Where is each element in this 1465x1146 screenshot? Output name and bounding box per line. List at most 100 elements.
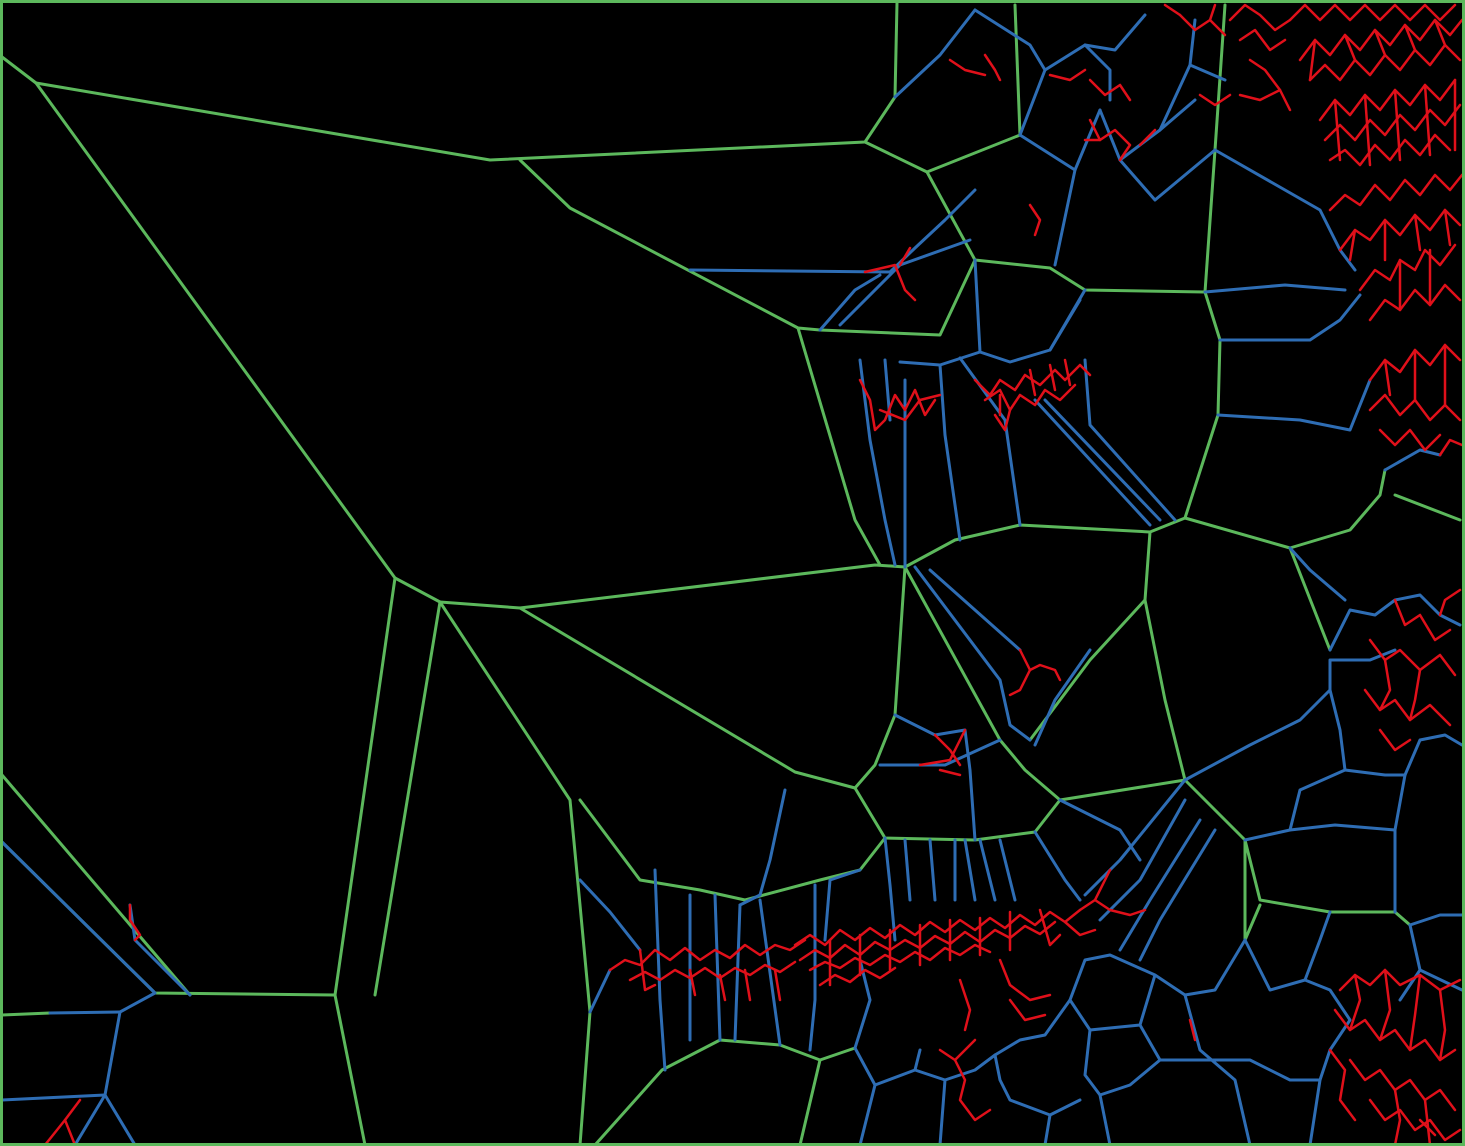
edge-medium-50: [883, 836, 897, 942]
edge-medium-57: [1033, 830, 1082, 902]
edge-medium-84: [1383, 448, 1442, 472]
edge-short-102: [1208, 3, 1217, 22]
edge-medium-6: [973, 8, 1047, 137]
edge-medium-78: [1243, 823, 1397, 842]
edge-short-38: [1078, 868, 1112, 912]
edge-short-104: [1278, 88, 1292, 112]
edge-medium-20: [818, 273, 882, 332]
edge-medium-43: [653, 868, 667, 1072]
edge-short-22: [688, 968, 697, 997]
edge-medium-88: [1418, 968, 1464, 992]
edge-medium-74: [1198, 938, 1352, 1082]
edge-short-0: [128, 903, 142, 942]
edge-short-28: [808, 943, 992, 972]
edge-long-10: [818, 258, 977, 337]
edge-medium-48: [808, 883, 817, 1052]
edge-medium-16: [1216, 378, 1372, 432]
edge-medium-64: [1183, 993, 1252, 1146]
edge-medium-19: [688, 188, 977, 274]
edge-short-96: [1403, 23, 1417, 52]
edge-short-8: [983, 383, 1077, 412]
edge-short-27: [798, 920, 1057, 962]
edge-short-105: [1088, 78, 1132, 102]
edge-long-21: [798, 1058, 822, 1146]
edge-long-14: [903, 530, 1187, 802]
edge-short-92: [1288, 3, 1457, 22]
edge-medium-1: [48, 1010, 122, 1015]
edge-short-53: [1408, 973, 1422, 1052]
edge-short-111: [983, 53, 1002, 82]
edge-medium-14: [1203, 283, 1347, 294]
edges-medium-class: [0, 8, 1464, 1146]
edge-short-88: [1423, 83, 1432, 157]
edge-short-85: [1333, 98, 1342, 162]
edge-short-67: [1368, 283, 1462, 322]
edge-medium-39: [823, 868, 862, 942]
edge-short-86: [1363, 93, 1372, 167]
edge-short-56: [1423, 1098, 1432, 1146]
edge-short-39: [1093, 898, 1147, 917]
edge-medium-18: [1158, 98, 1197, 132]
edge-medium-25: [938, 363, 962, 542]
edge-medium-29: [1033, 398, 1152, 527]
edge-medium-35: [1033, 648, 1092, 747]
edge-medium-3: [103, 1093, 137, 1146]
edge-short-90: [1298, 18, 1464, 62]
edge-short-23: [718, 973, 727, 1002]
edge-medium-68: [1098, 1093, 1112, 1146]
edge-long-24: [1393, 493, 1462, 522]
edge-short-60: [1378, 658, 1392, 712]
edge-short-63: [1438, 588, 1462, 617]
edge-medium-36: [878, 738, 1002, 767]
edge-short-98: [1228, 3, 1292, 32]
edge-short-45: [953, 1038, 977, 1062]
edge-short-62: [1393, 598, 1452, 642]
edge-medium-8: [1083, 43, 1112, 102]
edge-medium-40: [738, 893, 762, 907]
edge-short-100: [1178, 13, 1227, 37]
edge-short-37: [1038, 908, 1062, 947]
edge-medium-63: [1068, 938, 1247, 1032]
edge-short-20: [628, 960, 797, 982]
edge-medium-73: [858, 1083, 877, 1146]
edge-short-107: [1088, 118, 1132, 162]
edge-short-109: [1138, 128, 1157, 147]
edge-long-12: [1183, 468, 1387, 550]
edge-short-110: [948, 58, 987, 77]
edge-medium-47: [758, 898, 782, 1047]
edge-medium-28: [1043, 398, 1162, 522]
edge-short-76: [1338, 208, 1462, 252]
edge-short-14: [1018, 648, 1062, 682]
edge-short-44: [938, 1048, 992, 1122]
edge-medium-26: [958, 356, 1022, 527]
edge-medium-60: [1098, 798, 1187, 922]
edge-short-11: [1028, 368, 1037, 397]
edge-medium-24: [1048, 298, 1082, 352]
edge-medium-33: [913, 565, 1032, 742]
edge-short-61: [1408, 668, 1422, 722]
edge-short-114: [1418, 1118, 1437, 1137]
edge-short-64: [1378, 728, 1412, 752]
edge-short-77: [1328, 173, 1464, 212]
edge-medium-45: [713, 893, 722, 1042]
edge-medium-67: [993, 998, 1082, 1117]
edge-short-57: [1328, 1048, 1357, 1122]
edge-short-52: [1378, 968, 1392, 1042]
edge-short-42: [1008, 998, 1047, 1022]
edge-short-25: [773, 968, 782, 1002]
edge-short-9: [993, 408, 1012, 432]
edge-medium-71: [938, 1078, 947, 1146]
edge-short-58: [1368, 638, 1457, 677]
edge-short-3: [863, 263, 917, 302]
edge-short-13: [1063, 358, 1072, 387]
edge-long-20: [593, 1038, 857, 1146]
edge-long-13: [1288, 546, 1332, 652]
edge-short-95: [1373, 28, 1387, 57]
edge-medium-55: [978, 838, 997, 902]
edge-short-40: [1063, 920, 1097, 937]
edge-short-81: [1443, 208, 1452, 247]
edge-short-65: [1438, 438, 1464, 457]
edge-short-29: [818, 966, 897, 987]
